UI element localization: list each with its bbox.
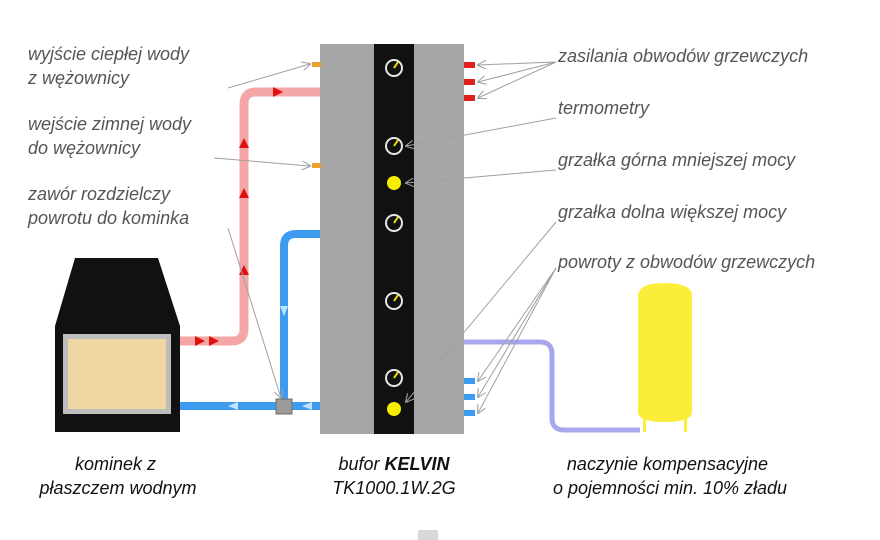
vessel-caption: naczynie kompensacyjne o pojemności min.… — [553, 454, 787, 498]
fireplace — [55, 258, 180, 432]
thermometer-icon — [385, 137, 403, 155]
leader-lines — [213, 62, 557, 413]
lower-heater — [387, 402, 401, 416]
upper-heater-label: grzałka górna mniejszej mocy — [558, 150, 796, 170]
buffer-tank — [320, 44, 464, 434]
return-flow-arrows — [228, 306, 312, 410]
thermometers-label: termometry — [558, 98, 650, 118]
bottom-marker — [418, 530, 438, 540]
expansion-vessel — [638, 283, 692, 432]
upper-heater — [387, 176, 401, 190]
fireplace-caption: kominek z płaszczem wodnym — [38, 454, 196, 498]
coil-cold-inlet-stub — [312, 163, 321, 168]
heating-return-stubs — [464, 378, 475, 416]
heating-supply-label: zasilania obwodów grzewczych — [557, 46, 808, 66]
expansion-pipe — [462, 339, 640, 433]
buffer-model-caption: TK1000.1W.2G — [332, 478, 455, 498]
distribution-valve-label: zawór rozdzielczy powrotu do kominka — [27, 184, 189, 228]
heating-returns-label: powroty z obwodów grzewczych — [557, 252, 815, 272]
thermometer-icon — [385, 214, 403, 232]
thermometer-icon — [385, 59, 403, 77]
hot-water-outlet-label: wyjście ciepłej wody z wężownicy — [27, 44, 194, 88]
distribution-valve — [275, 398, 293, 415]
coil-hot-outlet-stub — [312, 62, 321, 67]
buffer-caption: bufor KELVIN — [338, 454, 450, 474]
heating-supply-stubs — [464, 62, 475, 101]
thermometer-icon — [385, 292, 403, 310]
cold-water-inlet-label: wejście zimnej wody do wężownicy — [28, 114, 196, 158]
hot-supply-pipe — [180, 87, 320, 346]
lower-heater-label: grzałka dolna większej mocy — [558, 202, 787, 222]
buffer-brand: KELVIN — [385, 454, 451, 474]
return-riser-pipe — [280, 230, 320, 406]
hot-flow-arrows — [195, 87, 283, 346]
thermometer-icon — [385, 369, 403, 387]
